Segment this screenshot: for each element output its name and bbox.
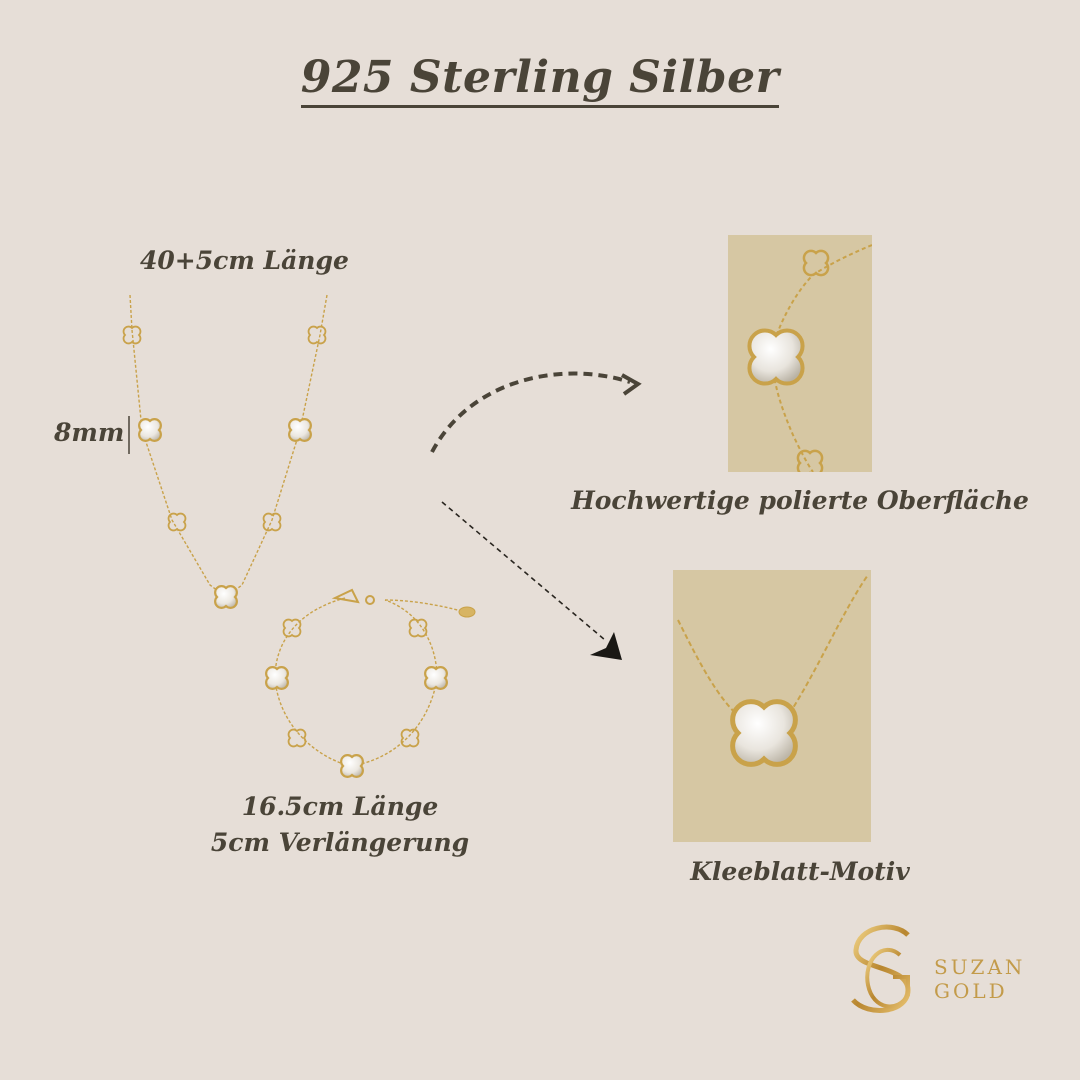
bracelet-clover-outline <box>287 728 307 748</box>
arrow-head-icon <box>590 632 622 660</box>
necklace-clover-pearl <box>138 418 162 442</box>
necklace-clover-outline <box>307 325 327 345</box>
necklace-clover-pearl <box>288 418 312 442</box>
arrow-to-polished-photo <box>430 371 631 453</box>
clover-outline-small <box>802 249 830 277</box>
page-title: 925 Sterling Silber <box>0 52 1080 108</box>
bracelet-clover-pearl <box>424 666 448 690</box>
bracelet-clover-outline <box>400 728 420 748</box>
bracelet-tag <box>458 606 476 618</box>
bracelet-ring <box>365 595 375 605</box>
necklace-length-label: 40+5cm Länge <box>140 246 349 275</box>
detail-photo-clover <box>673 570 871 842</box>
bracelet-clasp <box>331 588 360 604</box>
polished-surface-caption: Hochwertige polierte Oberfläche <box>571 486 1029 515</box>
clover-outline-bottom <box>796 449 824 472</box>
bracelet-clover-pearl <box>340 754 364 778</box>
logo-text-gold: GOLD <box>934 979 1008 1003</box>
arrow-head-icon <box>621 373 642 396</box>
necklace-clover-pearl <box>214 585 238 609</box>
logo-text-suzan: SUZAN <box>934 955 1026 979</box>
clover-pearl-large <box>747 328 805 386</box>
brand-logo: SUZAN GOLD <box>838 915 1048 1025</box>
arrow-to-clover-photo <box>441 501 606 641</box>
clover-pearl-closeup <box>730 699 798 767</box>
clover-motif-caption: Kleeblatt-Motiv <box>690 857 910 886</box>
bracelet-clover-outline <box>282 618 302 638</box>
bracelet-clover-pearl <box>265 666 289 690</box>
clover-size-label: 8mm <box>54 418 125 447</box>
detail-photo-polished <box>728 235 872 472</box>
necklace-clover-outline <box>262 512 282 532</box>
necklace <box>129 294 328 598</box>
bracelet-length-label: 16.5cm Länge <box>241 792 439 821</box>
logo-monogram-icon <box>851 920 911 1020</box>
bracelet-extension-label: 5cm Verlängerung <box>210 828 470 857</box>
bracelet-clover-outline <box>408 618 428 638</box>
